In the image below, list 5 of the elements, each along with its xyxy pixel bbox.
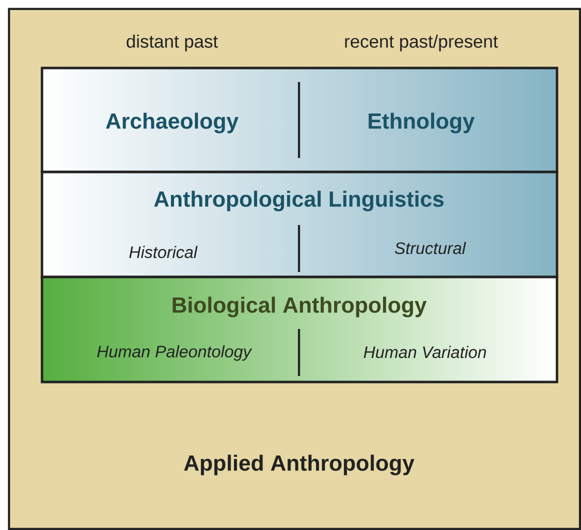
- band: Biological Anthropology Human Paleontology Human Variation: [40, 276, 558, 384]
- band: Anthropological Linguistics Historical Structural: [40, 170, 558, 278]
- band: Archaeology Ethnology: [40, 66, 558, 174]
- period-label: recent past/present: [345, 34, 498, 52]
- period-label: distant past: [126, 34, 218, 52]
